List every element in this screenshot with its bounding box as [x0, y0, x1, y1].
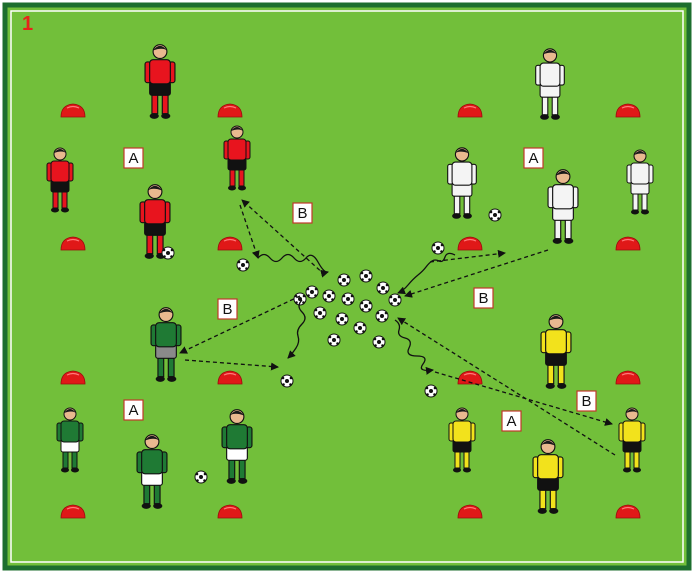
svg-text:B: B — [297, 205, 307, 222]
ball-icon — [377, 282, 389, 294]
label-a: A — [502, 411, 521, 431]
ball-icon — [389, 294, 401, 306]
svg-text:A: A — [528, 150, 538, 167]
ball-icon — [336, 313, 348, 325]
label-b: B — [474, 288, 493, 308]
label-a: A — [524, 148, 543, 168]
svg-text:A: A — [128, 402, 138, 419]
ball-icon — [342, 293, 354, 305]
ball-icon — [338, 274, 350, 286]
ball-icon — [425, 385, 437, 397]
diagram-number: 1 — [22, 13, 33, 35]
label-b: B — [218, 299, 237, 319]
label-b: B — [577, 391, 596, 411]
label-b: B — [293, 203, 312, 223]
ball-icon — [306, 286, 318, 298]
label-a: A — [124, 148, 143, 168]
ball-icon — [373, 336, 385, 348]
ball-icon — [328, 334, 340, 346]
ball-icon — [237, 259, 249, 271]
ball-icon — [360, 270, 372, 282]
ball-icon — [323, 290, 335, 302]
label-a: A — [124, 400, 143, 420]
ball-icon — [489, 209, 501, 221]
svg-text:B: B — [222, 301, 232, 318]
ball-icon — [314, 307, 326, 319]
ball-icon — [354, 322, 366, 334]
svg-text:A: A — [506, 413, 516, 430]
svg-text:A: A — [128, 150, 138, 167]
pitch — [5, 5, 689, 568]
ball-icon — [195, 471, 207, 483]
svg-text:B: B — [478, 290, 488, 307]
ball-icon — [360, 300, 372, 312]
ball-icon — [432, 242, 444, 254]
ball-icon — [376, 310, 388, 322]
svg-text:B: B — [581, 393, 591, 410]
ball-icon — [162, 247, 174, 259]
ball-icon — [281, 375, 293, 387]
